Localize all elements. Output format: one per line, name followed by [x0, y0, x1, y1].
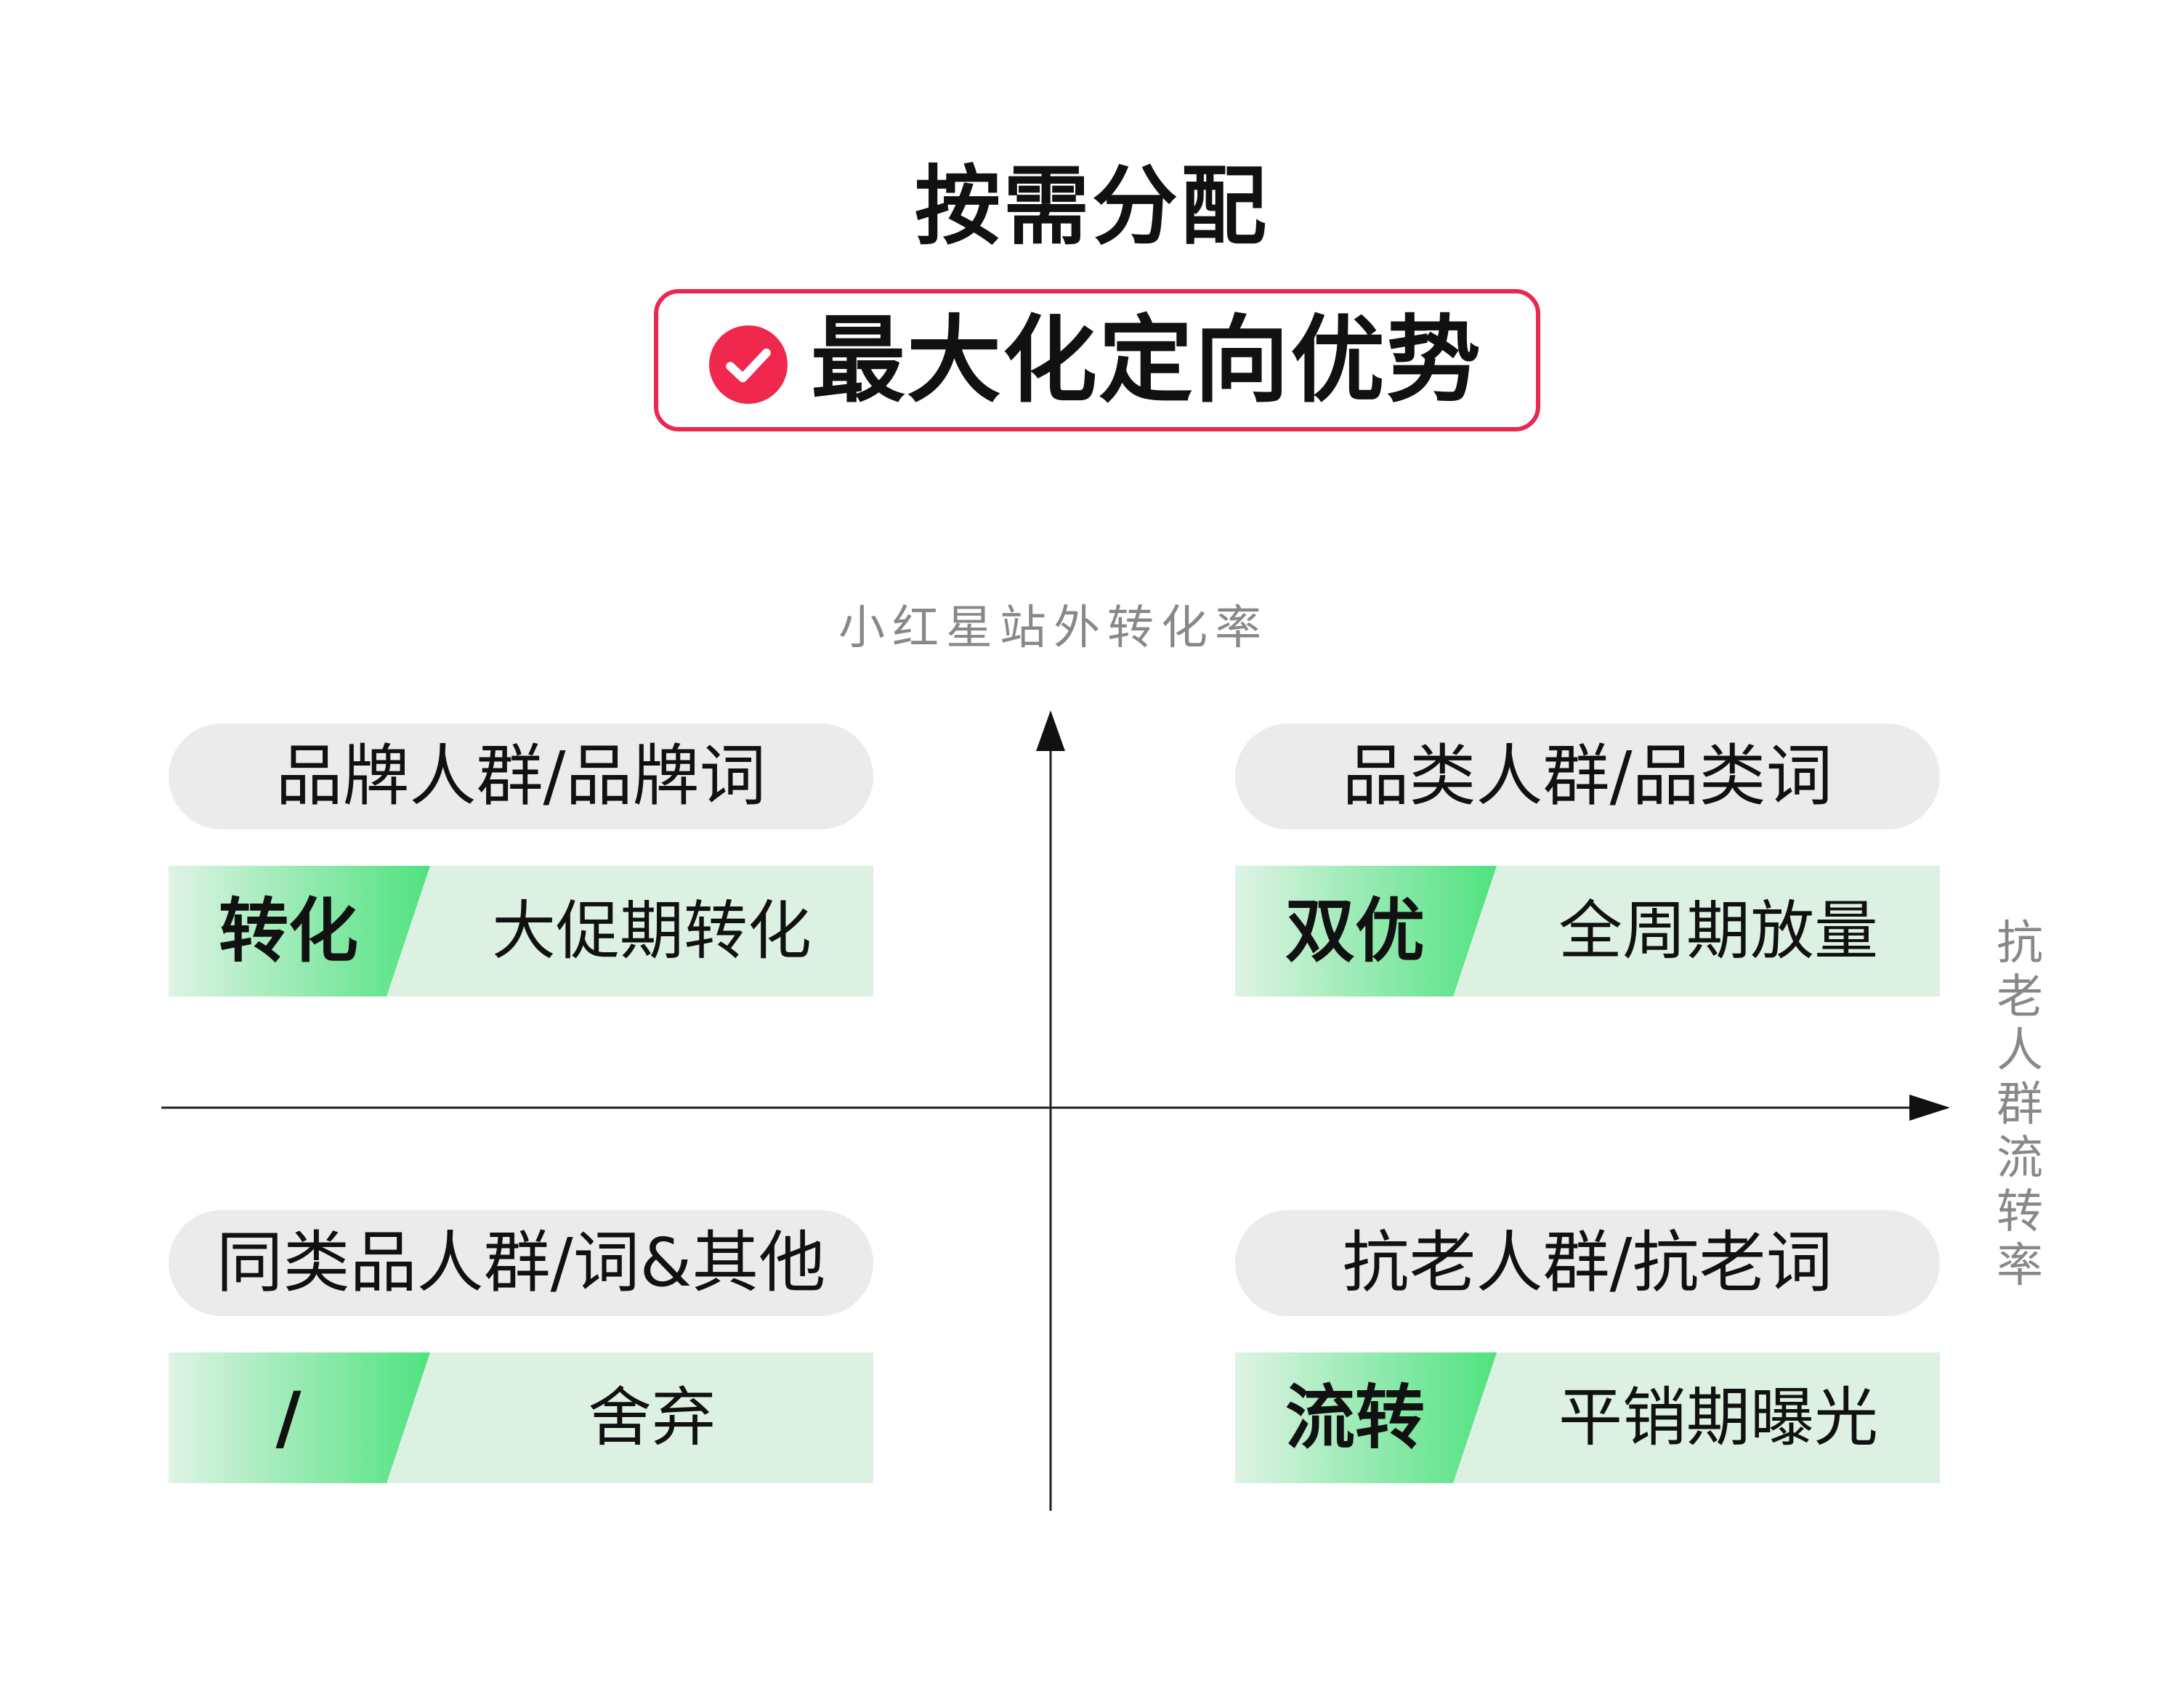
x-axis-label: 抗老人群流转率 — [1997, 917, 2043, 1293]
tag-background — [1235, 866, 1497, 997]
quadrant-top-right-desc: 全周期放量 — [1558, 893, 1878, 968]
page-title: 按需分配 — [914, 156, 1269, 256]
quadrant-bottom-left-header: 同类品人群/词&其他 — [169, 1210, 873, 1316]
quadrant-bottom-right-desc: 平销期曝光 — [1558, 1380, 1878, 1455]
badge-text: 最大化定向优势 — [811, 305, 1483, 415]
tag-background — [169, 866, 430, 997]
quadrant-bottom-left-row: / 舍弃 — [169, 1352, 873, 1483]
quadrant-top-left-tag: 转化 — [219, 890, 358, 972]
quadrant-bottom-right-header: 抗老人群/抗老词 — [1235, 1210, 1940, 1316]
quadrant-bottom-left-tag: / — [275, 1377, 302, 1458]
quadrant-top-left-desc: 大促期转化 — [491, 893, 812, 968]
quadrant-top-left-header: 品牌人群/品牌词 — [169, 723, 873, 829]
check-circle-icon — [709, 325, 788, 404]
quadrant-bottom-right-tag: 流转 — [1285, 1377, 1425, 1458]
quadrant-bottom-left-desc: 舍弃 — [587, 1380, 716, 1455]
tag-background — [169, 1352, 430, 1483]
quadrant-top-right-tag: 双优 — [1285, 890, 1425, 972]
quadrant-top-right-header: 品类人群/品类词 — [1235, 723, 1940, 829]
highlight-badge: 最大化定向优势 — [654, 289, 1540, 431]
y-axis-label: 小红星站外转化率 — [838, 601, 1269, 655]
quadrant-top-left-row: 转化 大促期转化 — [169, 866, 873, 997]
quadrant-top-right-row: 双优 全周期放量 — [1235, 866, 1940, 997]
quadrant-bottom-right-row: 流转 平销期曝光 — [1235, 1352, 1940, 1483]
tag-background — [1235, 1352, 1497, 1483]
x-axis-arrow-icon — [1909, 1095, 1950, 1121]
y-axis-arrow-icon — [1036, 710, 1065, 751]
